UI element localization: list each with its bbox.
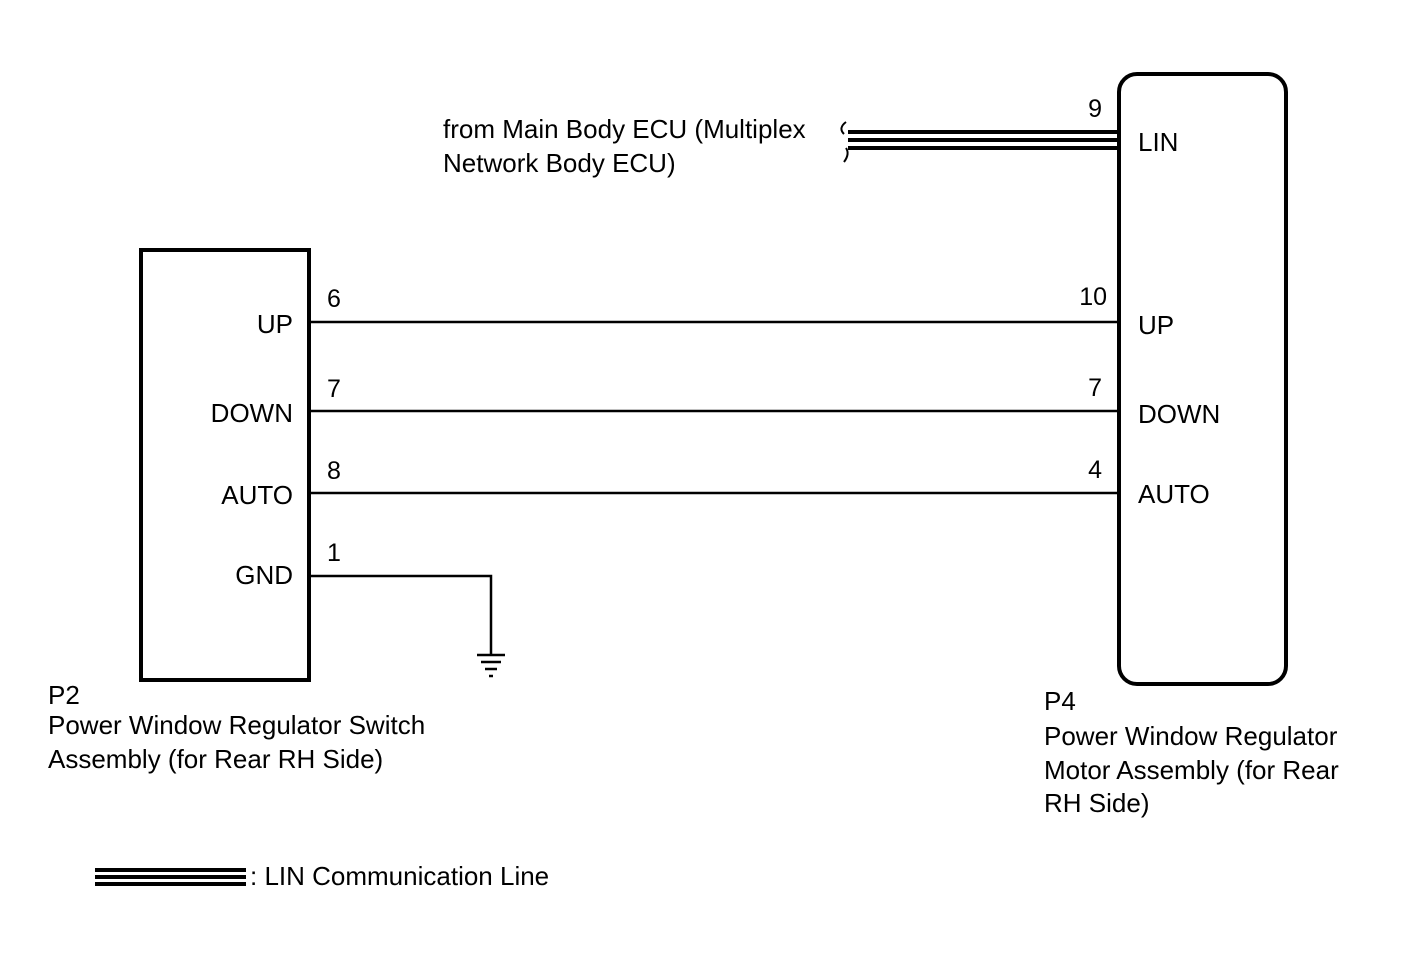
- p4-pin-up: 10: [1079, 283, 1107, 311]
- legend-text: : LIN Communication Line: [250, 861, 549, 891]
- p2-pin-auto: 8: [327, 457, 341, 485]
- p4-name-line1: Power Window Regulator: [1044, 721, 1338, 751]
- legend-lin-symbol: [95, 868, 246, 886]
- p2-pin-up: 6: [327, 285, 341, 313]
- p2-pin-down: 7: [327, 375, 341, 403]
- p4-code: P4: [1044, 686, 1076, 716]
- p2-name-line2: Assembly (for Rear RH Side): [48, 744, 383, 774]
- p2-terminal-gnd-label: GND: [235, 560, 293, 590]
- p4-terminal-up-label: UP: [1138, 310, 1174, 340]
- p2-code: P2: [48, 680, 80, 710]
- p4-motor-box: [1117, 72, 1288, 686]
- p2-switch-box: [139, 248, 311, 682]
- p2-pin-gnd: 1: [327, 539, 341, 567]
- p2-name-line1: Power Window Regulator Switch: [48, 710, 425, 740]
- p2-terminal-auto-label: AUTO: [221, 480, 293, 510]
- p4-pin-lin: 9: [1088, 95, 1102, 123]
- p4-name-line2: Motor Assembly (for Rear: [1044, 755, 1339, 785]
- p2-terminal-down-label: DOWN: [211, 398, 293, 428]
- p4-terminal-auto-label: AUTO: [1138, 479, 1210, 509]
- p2-terminal-up-label: UP: [257, 309, 293, 339]
- ground-symbol: [309, 574, 505, 678]
- ecu-source-line1: from Main Body ECU (Multiplex: [443, 114, 806, 144]
- p4-terminal-lin-label: LIN: [1138, 127, 1178, 157]
- lin-communication-line: [840, 121, 1120, 163]
- p4-pin-down: 7: [1088, 374, 1102, 402]
- p4-terminal-down-label: DOWN: [1138, 399, 1220, 429]
- ecu-source-line2: Network Body ECU): [443, 148, 676, 178]
- p4-pin-auto: 4: [1088, 456, 1102, 484]
- p4-name-line3: RH Side): [1044, 788, 1149, 818]
